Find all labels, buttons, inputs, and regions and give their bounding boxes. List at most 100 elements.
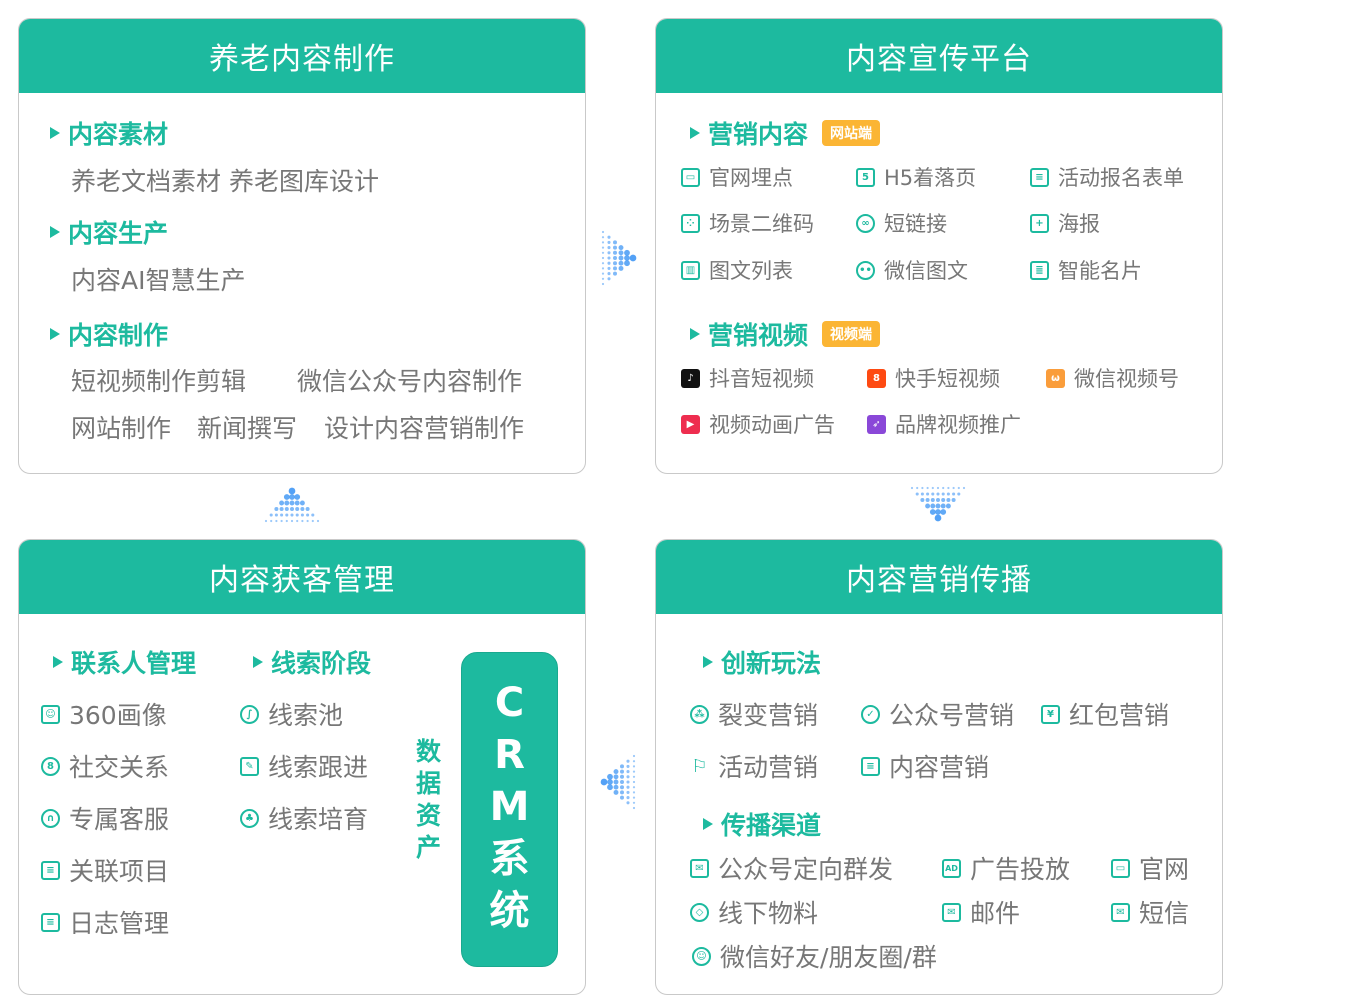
char: 统 <box>489 888 530 934</box>
item-label: 360画像 <box>69 701 167 730</box>
item-label: 红包营销 <box>1069 701 1170 730</box>
business-card-icon: ≣ <box>1030 260 1049 280</box>
triangle-icon <box>53 656 63 668</box>
monitor-icon: ▭ <box>681 167 700 187</box>
panel-title: 内容宣传平台 <box>656 19 1222 93</box>
user-group-icon: ☺ <box>692 946 711 966</box>
arrow-dot <box>946 498 951 502</box>
triangle-icon <box>690 127 700 139</box>
network-icon: ⁂ <box>690 704 709 724</box>
arrow-dot <box>947 486 950 490</box>
qrcode-icon: ⁘ <box>681 213 700 233</box>
arrow-dot <box>613 240 617 245</box>
arrow-dot <box>940 509 947 515</box>
item-label: 官网 <box>1139 855 1190 884</box>
crm-system-block: C R M 系 统 <box>461 652 558 967</box>
arrow-dot <box>280 513 284 517</box>
arrow-dot <box>305 507 310 511</box>
arrow-dot <box>295 513 299 517</box>
arrow-dot <box>607 779 613 785</box>
arrow-right-icon <box>601 230 637 286</box>
section-heading: 内容生产 <box>50 215 168 249</box>
kuaishou-icon: 8 <box>867 368 886 388</box>
arrow-dot <box>306 513 310 517</box>
arrow-dot <box>280 519 283 523</box>
arrow-dot <box>296 519 299 523</box>
item-label: 线下物料 <box>718 899 819 928</box>
arrow-dot <box>607 266 611 270</box>
arrow-dot <box>300 507 305 511</box>
arrow-dot <box>299 500 305 506</box>
arrow-dot <box>934 514 942 522</box>
arrow-dot <box>285 519 288 523</box>
arrow-dot <box>607 277 611 281</box>
link-icon: ∞ <box>856 213 875 233</box>
clipboard-icon: ≡ <box>1030 167 1049 187</box>
list-item: ∫线索池 <box>240 697 343 731</box>
arrow-dot <box>301 519 304 523</box>
headset-icon: ∩ <box>41 808 60 828</box>
item-label: 专属客服 <box>69 805 170 834</box>
list-item: ▭官网 <box>1111 851 1189 885</box>
list-item: ∞短链接 <box>856 206 947 240</box>
arrow-dot <box>274 513 278 517</box>
arrow-dot <box>626 770 630 774</box>
heading-text: 线索阶段 <box>271 649 372 678</box>
arrow-dot <box>601 241 605 244</box>
list-item: ∩ 专属客服 <box>41 801 169 835</box>
item-label: H5着落页 <box>884 166 977 190</box>
arrow-dot <box>601 246 605 249</box>
poster-icon: + <box>1030 213 1049 233</box>
list-item: 网站制作 <box>71 414 172 443</box>
item-label: 短信 <box>1139 899 1190 928</box>
char: 据 <box>416 769 442 798</box>
douyin-icon: ♪ <box>681 368 700 388</box>
arrow-dot <box>632 770 636 773</box>
item-label: 抖音短视频 <box>709 367 814 391</box>
arrow-dot <box>306 519 309 523</box>
panel-title: 养老内容制作 <box>19 19 585 93</box>
arrow-up-icon <box>264 487 320 523</box>
arrow-dot <box>618 265 624 271</box>
item-label: 线索培育 <box>268 805 369 834</box>
arrow-dot <box>269 513 273 517</box>
item-label: 智能名片 <box>1058 259 1142 283</box>
section-heading: 传播渠道 <box>703 807 821 841</box>
arrow-dot <box>626 801 630 805</box>
arrow-dot <box>942 486 945 490</box>
arrow-dot <box>632 801 636 804</box>
char: C <box>494 680 525 726</box>
arrow-dot <box>626 785 630 789</box>
item-label: 视频动画广告 <box>709 413 835 437</box>
arrow-dot <box>951 498 956 502</box>
arrow-dot <box>952 492 956 496</box>
heading-text: 联系人管理 <box>71 649 197 678</box>
arrow-dot <box>620 795 624 800</box>
list-item: ▭官网埋点 <box>681 160 793 194</box>
triangle-icon <box>253 656 263 668</box>
arrow-dot <box>601 267 605 270</box>
box-icon: ◇ <box>690 902 709 922</box>
arrow-dot <box>295 507 300 511</box>
item-label: 公众号营销 <box>889 701 1015 730</box>
arrow-dot <box>316 519 320 523</box>
document-icon: ≡ <box>861 756 880 776</box>
arrow-dot <box>613 271 617 276</box>
arrow-dot <box>613 769 619 775</box>
paper-plane-icon: ➶ <box>867 414 886 434</box>
arrow-dot <box>613 789 619 795</box>
section-heading: 联系人管理 <box>53 645 196 679</box>
arrow-dot <box>920 498 925 502</box>
item-label: 快手短视频 <box>895 367 1000 391</box>
item-label: 图文列表 <box>709 259 793 283</box>
arrow-dot <box>945 503 951 509</box>
route-icon: ∫ <box>240 704 259 724</box>
item-label: 内容营销 <box>889 753 990 782</box>
arrow-dot <box>946 492 950 496</box>
list-item: ¥红包营销 <box>1041 697 1169 731</box>
heading-text: 内容生产 <box>68 219 169 248</box>
char: 产 <box>416 833 442 862</box>
list-item: 设计内容营销制作 <box>324 414 525 443</box>
arrow-dot <box>607 773 613 780</box>
